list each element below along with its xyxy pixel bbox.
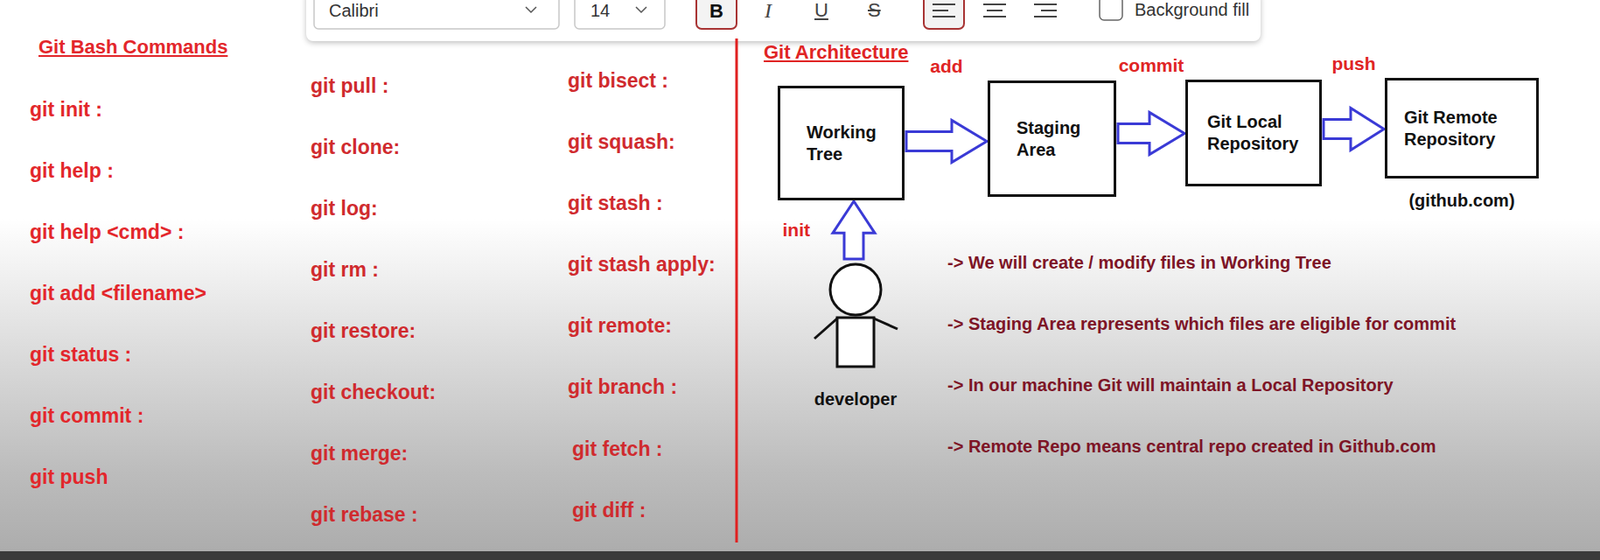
command-label: git help : [29,158,114,184]
command-label: git push [29,464,108,490]
toolbar-underline: U [814,0,829,23]
toolbar-font-name: Calibri [328,0,379,22]
align-left-button [923,0,965,29]
command-label: git stash apply: [567,251,716,278]
process-box: Git Remote Repository(github.com) [1384,77,1539,179]
note-text: -> We will create / modify files in Work… [947,251,1332,274]
bottom-bar [0,551,1600,560]
block-arrow [832,201,875,259]
note-text: -> Remote Repo means central repo create… [947,435,1436,458]
size-dropdown [574,0,665,29]
edge-label: add [929,55,963,78]
bold-button [696,0,737,29]
dropdown-chevron [525,6,537,13]
figure-arm [814,318,838,339]
command-label: git bisect : [567,68,669,94]
command-label: git init : [29,97,103,123]
toolbar-strike: S [867,0,881,23]
toolbar-italic: I [764,0,772,24]
command-label: git rebase : [310,502,419,528]
edge-label: commit [1118,54,1185,77]
command-label: git pull : [310,73,389,99]
command-label: git remote: [567,313,672,339]
command-label: git rm : [310,257,379,283]
block-arrow [1323,108,1384,151]
command-label: git add <filename> [29,280,207,307]
box-label: Working Tree [806,121,892,166]
command-label: git commit : [29,403,144,429]
figure-head [830,264,881,315]
command-label: git stash : [567,190,664,217]
block-arrow [1117,112,1185,155]
command-label: git branch : [567,374,678,400]
box-label: Git Local Repository [1207,111,1311,155]
toolbar-font-size: 14 [590,0,610,22]
figure-arm [873,318,898,329]
process-box: Git Local Repository [1185,79,1322,187]
box-label: Staging Area [1016,117,1104,161]
process-box: Working Tree [777,85,905,201]
note-text: -> In our machine Git will maintain a Lo… [947,374,1394,397]
figure-body [837,317,874,367]
command-label: git squash: [567,129,676,155]
align-icons [932,4,1057,17]
command-label: git merge: [310,440,408,467]
figure-caption: developer [803,388,909,411]
command-label: git restore: [310,318,416,344]
stick-figure [803,262,909,372]
edge-label: init [782,218,811,242]
command-label: git status : [29,342,132,368]
process-box: Staging Area [987,80,1117,197]
toolbar-bold: B [709,0,724,24]
dropdown-chevron [635,6,647,13]
command-label: git clone: [310,134,400,161]
toolbar-checkbox-label: Background fill [1134,0,1250,21]
box-label: Git Remote Repository [1404,106,1528,151]
note-text: -> Staging Area represents which files a… [947,313,1456,336]
command-label: git diff : [572,497,646,524]
checkbox [1099,0,1123,21]
developer-figure: developer [803,262,909,413]
command-label: git fetch : [572,436,664,462]
box-caption: (github.com) [1369,189,1554,212]
command-label: git checkout: [310,379,436,406]
command-label: git log: [310,195,378,222]
page-title: Git Bash Commands [38,34,228,60]
block-arrow [906,120,987,163]
divider-line [735,38,739,543]
edge-label: push [1331,52,1376,76]
section-heading: Git Architecture [763,40,909,65]
font-dropdown [314,0,559,29]
command-label: git help <cmd> : [29,219,184,245]
